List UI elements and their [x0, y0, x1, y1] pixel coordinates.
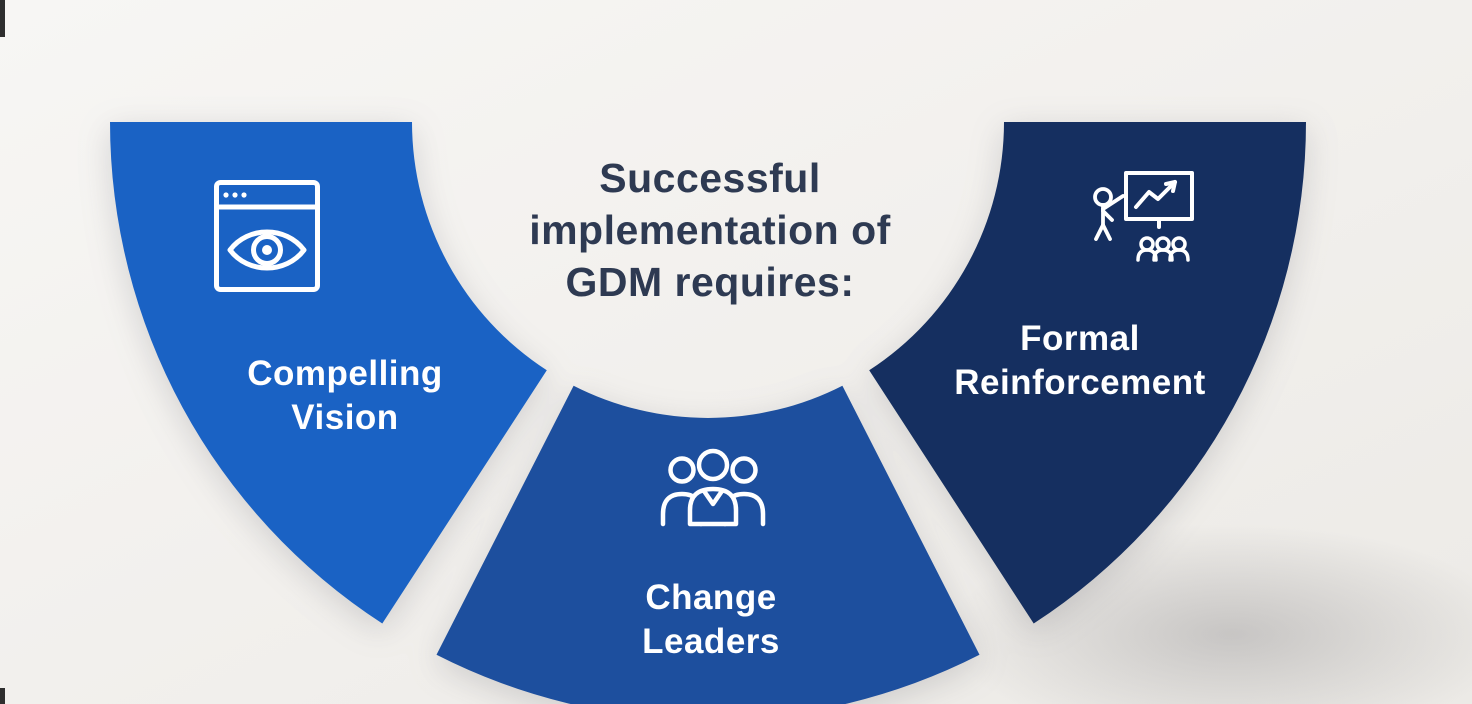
label-formal-reinforcement-line-2: Reinforcement [954, 363, 1206, 402]
center-title-line-3: GDM requires: [565, 259, 855, 305]
label-compelling-vision-line-1: Compelling [247, 354, 443, 393]
label-change-leaders: Change Leaders [561, 576, 861, 664]
presenter-figure [1093, 187, 1125, 241]
eye-outline [227, 229, 307, 271]
label-change-leaders-line-2: Leaders [642, 622, 780, 661]
people-group-icon [660, 448, 766, 527]
chart-arrowhead [1164, 180, 1177, 193]
presenter-whiteboard-icon [1093, 171, 1194, 262]
person-left-head [668, 456, 696, 484]
label-compelling-vision-line-2: Vision [291, 398, 399, 437]
browser-dot [232, 192, 238, 198]
presenter-leg [1094, 223, 1105, 241]
eye-pupil [262, 245, 272, 255]
person-center-head [696, 448, 730, 482]
center-title: Successful implementation of GDM require… [438, 152, 982, 308]
person-center-collar [701, 488, 725, 507]
scan-artifact-top-left [0, 0, 5, 37]
growth-chart-line [1134, 180, 1177, 209]
label-change-leaders-line-1: Change [645, 578, 777, 617]
label-compelling-vision: Compelling Vision [195, 352, 495, 440]
browser-eye-vision-icon [214, 180, 320, 292]
center-title-line-1: Successful [599, 155, 821, 201]
presenter-pointing-arm [1101, 194, 1125, 211]
audience-shoulders [1168, 248, 1190, 262]
browser-dot [241, 192, 247, 198]
segment-change-leaders [436, 385, 980, 704]
segment-compelling-vision [110, 122, 547, 624]
person-center-body [687, 486, 739, 527]
presenter-leg [1101, 223, 1112, 241]
segment-formal-reinforcement [869, 122, 1306, 624]
center-title-line-2: implementation of [529, 207, 891, 253]
audience-figures [1136, 236, 1190, 262]
label-formal-reinforcement: Formal Reinforcement [895, 317, 1265, 405]
label-formal-reinforcement-line-1: Formal [1020, 319, 1140, 358]
person-right-head [730, 456, 758, 484]
browser-window-frame [214, 180, 320, 292]
browser-dot [223, 192, 229, 198]
presenter-arm [1101, 209, 1114, 222]
scan-artifact-bottom-left [0, 688, 5, 704]
eye-iris [251, 234, 283, 266]
